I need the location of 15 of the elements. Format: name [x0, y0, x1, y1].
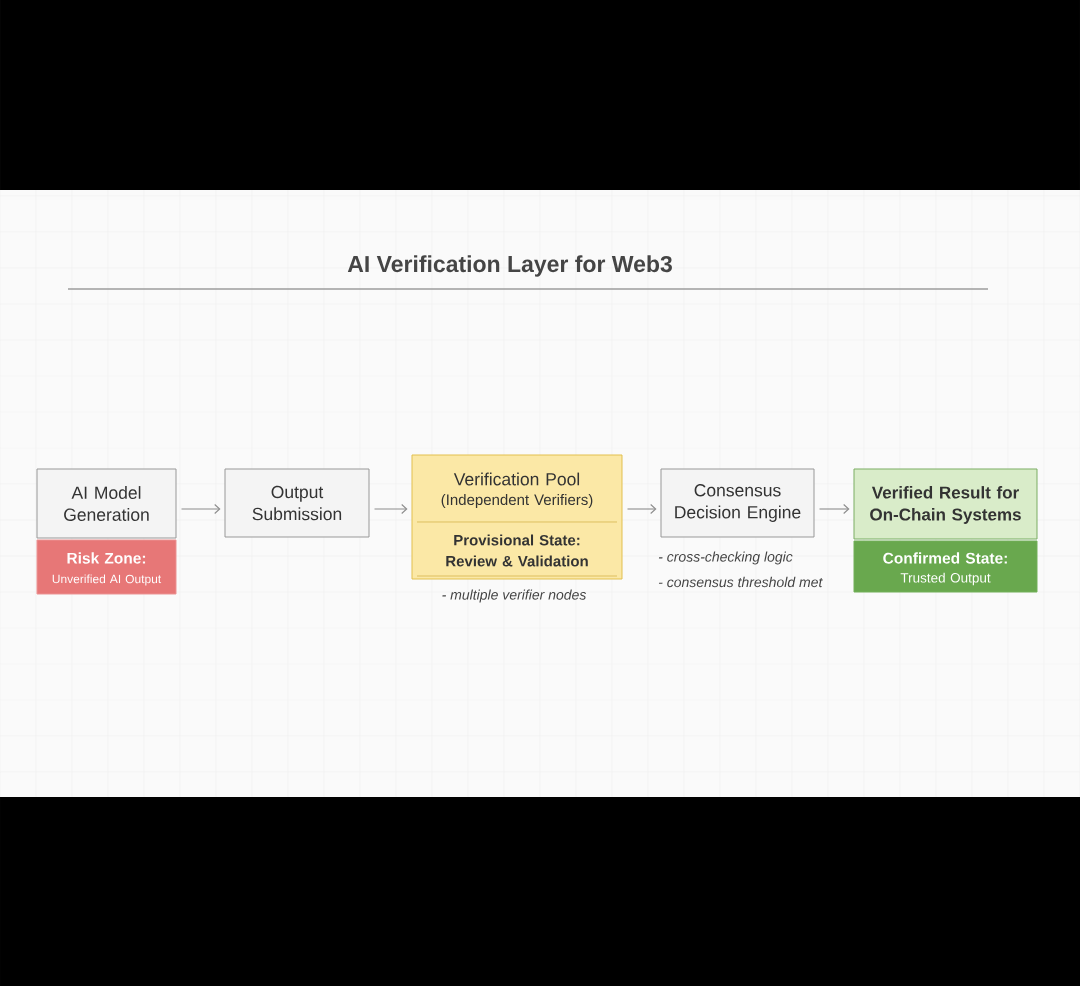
process-box: Output Submission: [224, 468, 370, 538]
pool-box: Verification Pool (Independent Verifiers) Provisional State: Review & Validation: [411, 454, 623, 580]
arrow: [373, 503, 408, 515]
title: AI Verification Layer for Web3: [347, 255, 672, 277]
result-box: Verified Result for On-Chain Systems: [853, 468, 1038, 540]
note-text: - multiple verifier nodes: [442, 589, 587, 603]
note-text: - consensus threshold met: [658, 576, 823, 588]
arrow: [626, 503, 657, 515]
note-text: - cross-checking logic: [658, 551, 793, 565]
status-box: Confirmed State: Trusted Output: [853, 540, 1038, 593]
arrow: [818, 503, 850, 515]
status-box: Risk Zone: Unverified AI Output: [36, 539, 177, 595]
arrow: [180, 503, 221, 515]
process-box: Consensus Decision Engine: [660, 468, 815, 538]
process-box: AI Model Generation: [36, 468, 177, 539]
